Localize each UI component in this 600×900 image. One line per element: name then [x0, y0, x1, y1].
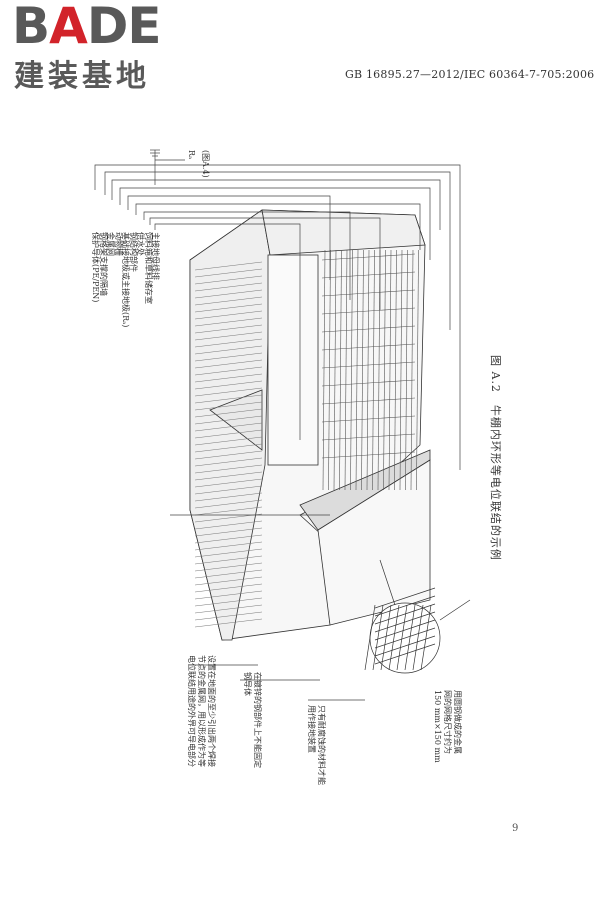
- note-mesh-size: 用圆钢做成的金属 网的网格尺寸约为 150 mm×150 mm: [433, 690, 462, 763]
- standard-number: GB 16895.27—2012/IEC 60364-7-705:2006: [345, 68, 595, 81]
- bonding-leaders: [94, 149, 461, 516]
- mesh-detail: [364, 559, 471, 674]
- ra-reference: (图A.4): [201, 150, 210, 178]
- figure-caption: 图 A.2 牛棚内环形等电位联结的示例: [489, 355, 502, 561]
- note-galvanized: 在镀锌的钢部件上不能固定 钢导体: [243, 672, 262, 768]
- logo-letter: E: [127, 0, 161, 55]
- logo-subtitle: 建装基地: [14, 59, 150, 94]
- logo-wordmark: BADE: [12, 0, 162, 56]
- floor-slab: [317, 459, 431, 626]
- roof-slab: [261, 209, 426, 256]
- ra-label: Rₐ: [187, 150, 196, 160]
- note-floor-mesh: 设置在地面的至少引出两个焊接 节点的金属网，用以形成作为等 电位联结用途的外界可…: [187, 655, 216, 767]
- logo-letter: B: [12, 0, 50, 55]
- brand-logo: BADE 建装基地: [10, 0, 175, 94]
- logo-letter: D: [86, 0, 129, 55]
- page-number: 9: [512, 823, 519, 834]
- inner-wall: [267, 254, 319, 466]
- brick-pattern: [194, 261, 263, 628]
- note-corrosion: 只有耐腐蚀的材料才能 用作接地装置: [307, 705, 326, 785]
- figure-label: 主接地母线排: [151, 232, 160, 280]
- logo-letter: A: [49, 0, 88, 55]
- pyramid-feature: [209, 389, 263, 451]
- stall-grid: [321, 249, 419, 491]
- building-drawing: [189, 209, 431, 641]
- note-leaders: [188, 664, 365, 701]
